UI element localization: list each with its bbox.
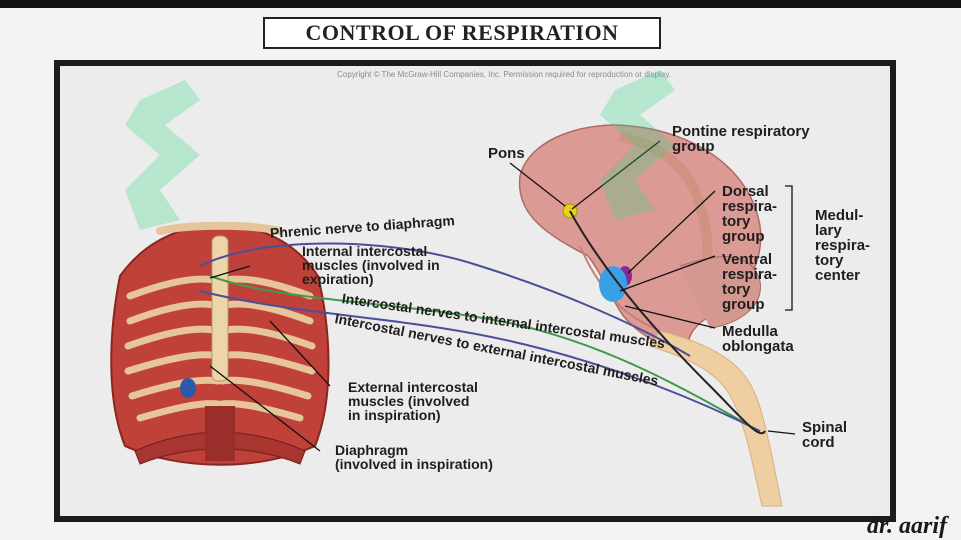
diagram-frame: Copyright © The McGraw-Hill Companies, I… bbox=[54, 60, 896, 522]
author-signature: dr. aarif bbox=[866, 513, 947, 539]
label-dorsal-group: Dorsal respira- tory group bbox=[722, 183, 778, 245]
label-spinal-cord: Spinal cord bbox=[802, 419, 848, 451]
copyright-notice: Copyright © The McGraw-Hill Companies, I… bbox=[337, 70, 671, 79]
label-internal-intercostal: Internal intercostal muscles (involved i… bbox=[302, 243, 440, 287]
ribcage-illustration bbox=[110, 221, 330, 466]
label-diaphragm: Diaphragm (involved in inspiration) bbox=[335, 442, 493, 472]
phrenic-nerve-line bbox=[199, 242, 691, 357]
page-title: CONTROL OF RESPIRATION bbox=[263, 17, 661, 49]
label-medulla: Medulla oblongata bbox=[722, 323, 794, 355]
label-ventral-group: Ventral respira- tory group bbox=[722, 251, 778, 313]
label-medullary-center: Medul- lary respira- tory center bbox=[815, 207, 871, 284]
label-pons: Pons bbox=[488, 145, 525, 162]
spinal-tract-line bbox=[569, 210, 766, 435]
label-external-intercostal: External intercostal muscles (involved i… bbox=[348, 379, 478, 423]
respiration-diagram bbox=[110, 124, 796, 507]
internal-intercostal-nerve-line bbox=[209, 275, 751, 427]
external-intercostal-nerve-line bbox=[199, 290, 761, 432]
top-bar bbox=[0, 0, 961, 8]
label-pointers bbox=[209, 140, 796, 452]
label-pontine-group: Pontine respiratory group bbox=[672, 123, 810, 155]
spinal-cord-shape bbox=[649, 330, 783, 507]
title-text: CONTROL OF RESPIRATION bbox=[305, 20, 619, 45]
ventral-group-marker bbox=[599, 266, 627, 302]
